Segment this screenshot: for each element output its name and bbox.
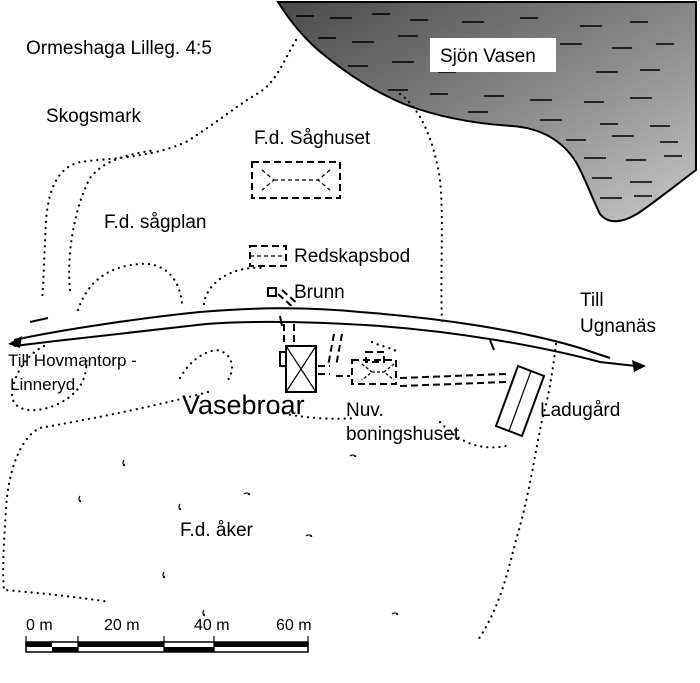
former-sawfield-label: F.d. sågplan bbox=[104, 212, 206, 233]
scale-tick-40: 40 m bbox=[194, 617, 230, 634]
well bbox=[267, 287, 299, 309]
former-sawhouse-building bbox=[251, 161, 341, 199]
current-house-label-line1: Nuv. bbox=[346, 400, 384, 421]
main-road bbox=[8, 307, 646, 372]
lake-waves bbox=[296, 13, 682, 199]
scale-bar: 0 m 20 m 40 m 60 m bbox=[25, 617, 312, 653]
tool-shed-label: Redskapsbod bbox=[294, 246, 410, 267]
vasebroar-building bbox=[279, 324, 343, 393]
to-ugnanas-label-line1: Till bbox=[580, 290, 604, 311]
field-stones bbox=[78, 454, 399, 617]
to-ugnanas-label-line2: Ugnanäs bbox=[580, 316, 656, 337]
map-title: Ormeshaga Lilleg. 4:5 bbox=[26, 38, 212, 59]
former-sawhouse-label: F.d. Såghuset bbox=[254, 128, 371, 149]
forest-label: Skogsmark bbox=[46, 106, 142, 127]
scale-tick-60: 60 m bbox=[276, 617, 312, 634]
current-house-building bbox=[336, 351, 507, 387]
scale-tick-20: 20 m bbox=[104, 617, 140, 634]
lake-label: Sjön Vasen bbox=[440, 46, 536, 67]
road-side-marks bbox=[29, 315, 495, 351]
lake-label-bg bbox=[430, 38, 556, 72]
to-hovmantorp-label-line2: Linneryd bbox=[10, 375, 75, 394]
to-hovmantorp-label-line1: Till Hovmantorp - bbox=[8, 351, 137, 370]
current-house-label-line2: boningshuset bbox=[346, 424, 460, 445]
former-field-label: F.d. åker bbox=[180, 520, 254, 541]
barn-label: Ladugård bbox=[540, 400, 620, 421]
dotted-boundaries bbox=[2, 38, 558, 642]
barn-building bbox=[494, 364, 546, 438]
place-name-vasebroar: Vasebroar bbox=[182, 390, 305, 420]
tool-shed-building bbox=[249, 245, 287, 267]
well-label: Brunn bbox=[294, 282, 345, 303]
scale-tick-0: 0 m bbox=[26, 617, 53, 634]
